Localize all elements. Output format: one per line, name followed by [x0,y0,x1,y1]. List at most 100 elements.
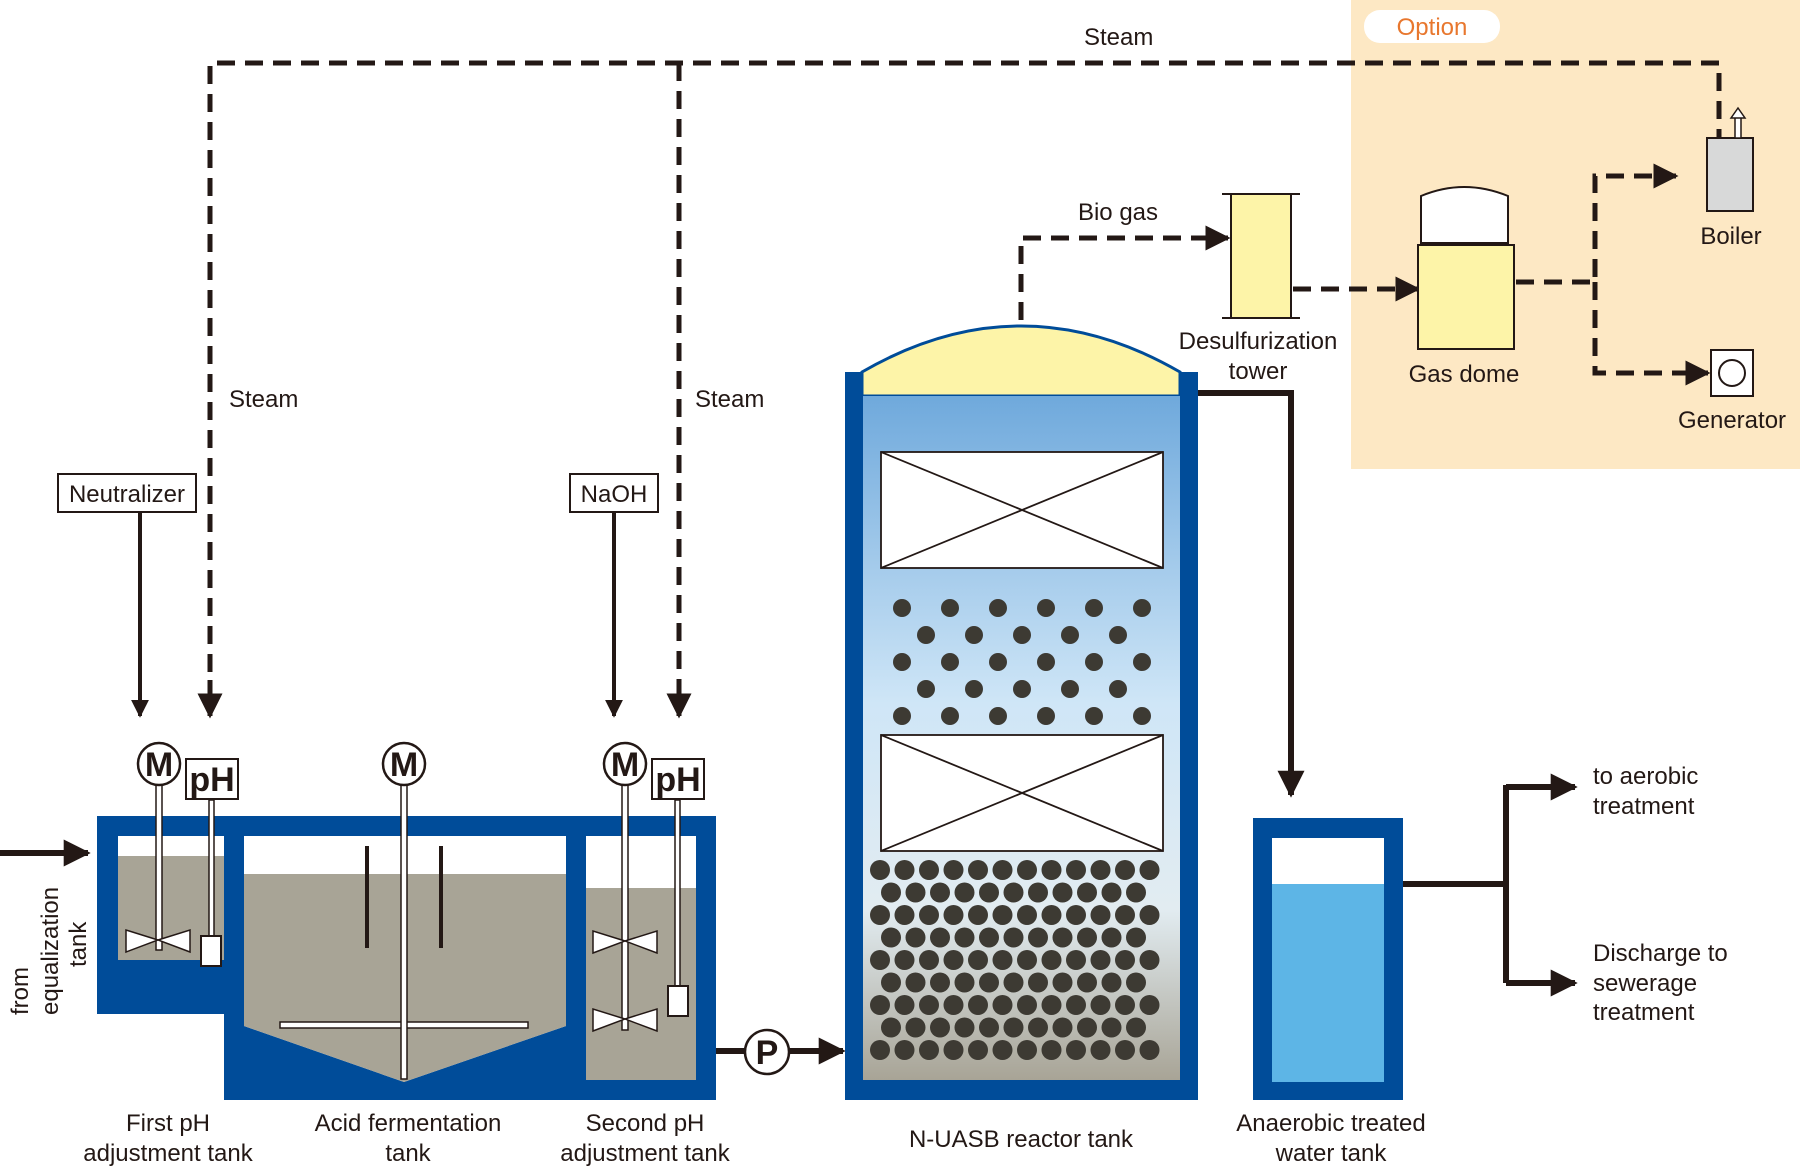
neutralizer-box [57,473,197,513]
from-equalization-label: from equalization tank [7,887,92,1015]
sludge-granule [919,1040,939,1060]
sludge-granule [1041,995,1062,1015]
sludge-granule [941,653,959,671]
second-ph-tank-label: Second pH [586,1110,705,1137]
sludge-granule [930,1017,950,1038]
sludge-granule [919,995,939,1015]
svg-text:from: from [7,967,34,1015]
generator-icon [1718,359,1746,387]
outlet-lines [1403,785,1509,983]
sludge-granule [1085,707,1103,725]
sludge-granule [893,707,911,725]
sludge-granule [894,1040,915,1060]
sludge-granule [968,860,988,880]
sludge-granule [1013,626,1031,644]
sludge-granule [968,1040,988,1060]
naoh-box [569,473,659,513]
sludge-granule [941,707,959,725]
acid-fermentation-label: Acid fermentation [315,1110,502,1137]
impeller-icon [592,1007,658,1033]
mixer-shaft-2 [400,784,408,1080]
packing-module-upper [880,451,1164,569]
sludge-granule [894,995,915,1015]
steam-label-left: Steam [229,386,298,413]
first-ph-tank-label: First pH [126,1110,210,1137]
sludge-granule [1139,995,1160,1015]
boiler [1706,106,1754,212]
sludge-granule [1028,972,1048,993]
sludge-granule [1041,1040,1062,1060]
sludge-granule [1126,1017,1146,1038]
svg-text:to aerobic: to aerobic [1593,763,1698,790]
sludge-granule [1028,1017,1048,1038]
svg-text:M: M [145,746,173,784]
sludge-granule [992,905,1013,925]
sludge-granule [1077,927,1097,948]
sludge-granule [954,927,975,948]
sludge-granule [1109,626,1127,644]
sludge-granule [1101,972,1122,993]
steam-lines [207,60,1722,700]
sludge-granule [870,950,890,970]
sludge-granule [968,995,988,1015]
svg-text:tank: tank [65,921,92,967]
sludge-granule [919,860,939,880]
packing-module-lower [880,734,1164,852]
sludge-granule [930,972,950,993]
motor-icon [602,741,648,787]
svg-text:Discharge to: Discharge to [1593,940,1728,967]
sludge-granule [905,972,926,993]
sludge-granule [1041,905,1062,925]
n-uasb-reactor [845,324,1198,1100]
impeller-icon [125,928,191,954]
sludge-granule [1017,860,1037,880]
svg-text:water tank: water tank [1275,1140,1388,1167]
sludge-granule [1066,950,1086,970]
biogas-lines [1018,173,1690,376]
sludge-granule [954,882,975,903]
sludge-bed [870,860,1160,1060]
sludge-granule [870,860,890,880]
sludge-granule [1085,653,1103,671]
sludge-granule [1052,1017,1073,1038]
svg-text:treatment: treatment [1593,793,1695,820]
reactor-label: N-UASB reactor tank [909,1126,1134,1153]
generator-label: Generator [1678,407,1786,434]
sludge-granule [1090,995,1111,1015]
acid-fermentation-tank [224,816,604,1100]
sludge-granule [1017,905,1037,925]
sludge-granule [1028,927,1048,948]
treated-tank-label: Anaerobic treated [1236,1110,1425,1137]
sludge-granule [881,882,901,903]
ph-sensor-icon [667,985,689,1017]
sludge-granule [1101,1017,1122,1038]
sludge-granule [1041,950,1062,970]
sludge-granule [989,653,1007,671]
sludge-granule [1077,1017,1097,1038]
sludge-granule [989,599,1007,617]
sludge-granule [930,927,950,948]
sludge-granule [1133,653,1151,671]
svg-text:treatment: treatment [1593,999,1695,1026]
overflow-line [1198,390,1305,798]
sludge-granule [1085,599,1103,617]
desulfurization-tower [1222,193,1300,319]
sludge-granule [943,950,964,970]
sludge-granule [1003,927,1024,948]
sludge-granule [1101,927,1122,948]
sludge-granule [1061,680,1079,698]
sludge-granule [1003,972,1024,993]
sludge-granule [1133,707,1151,725]
steam-label-mid: Steam [695,386,764,413]
option-label: Option [1397,14,1468,41]
sludge-granule [917,680,935,698]
sludge-granule [881,927,901,948]
sludge-granule [894,950,915,970]
sludge-granule [1066,1040,1086,1060]
sludge-granule [870,995,890,1015]
motor-icon [136,741,182,787]
sludge-granule [954,972,975,993]
sludge-granule [954,1017,975,1038]
sludge-granule [1090,860,1111,880]
